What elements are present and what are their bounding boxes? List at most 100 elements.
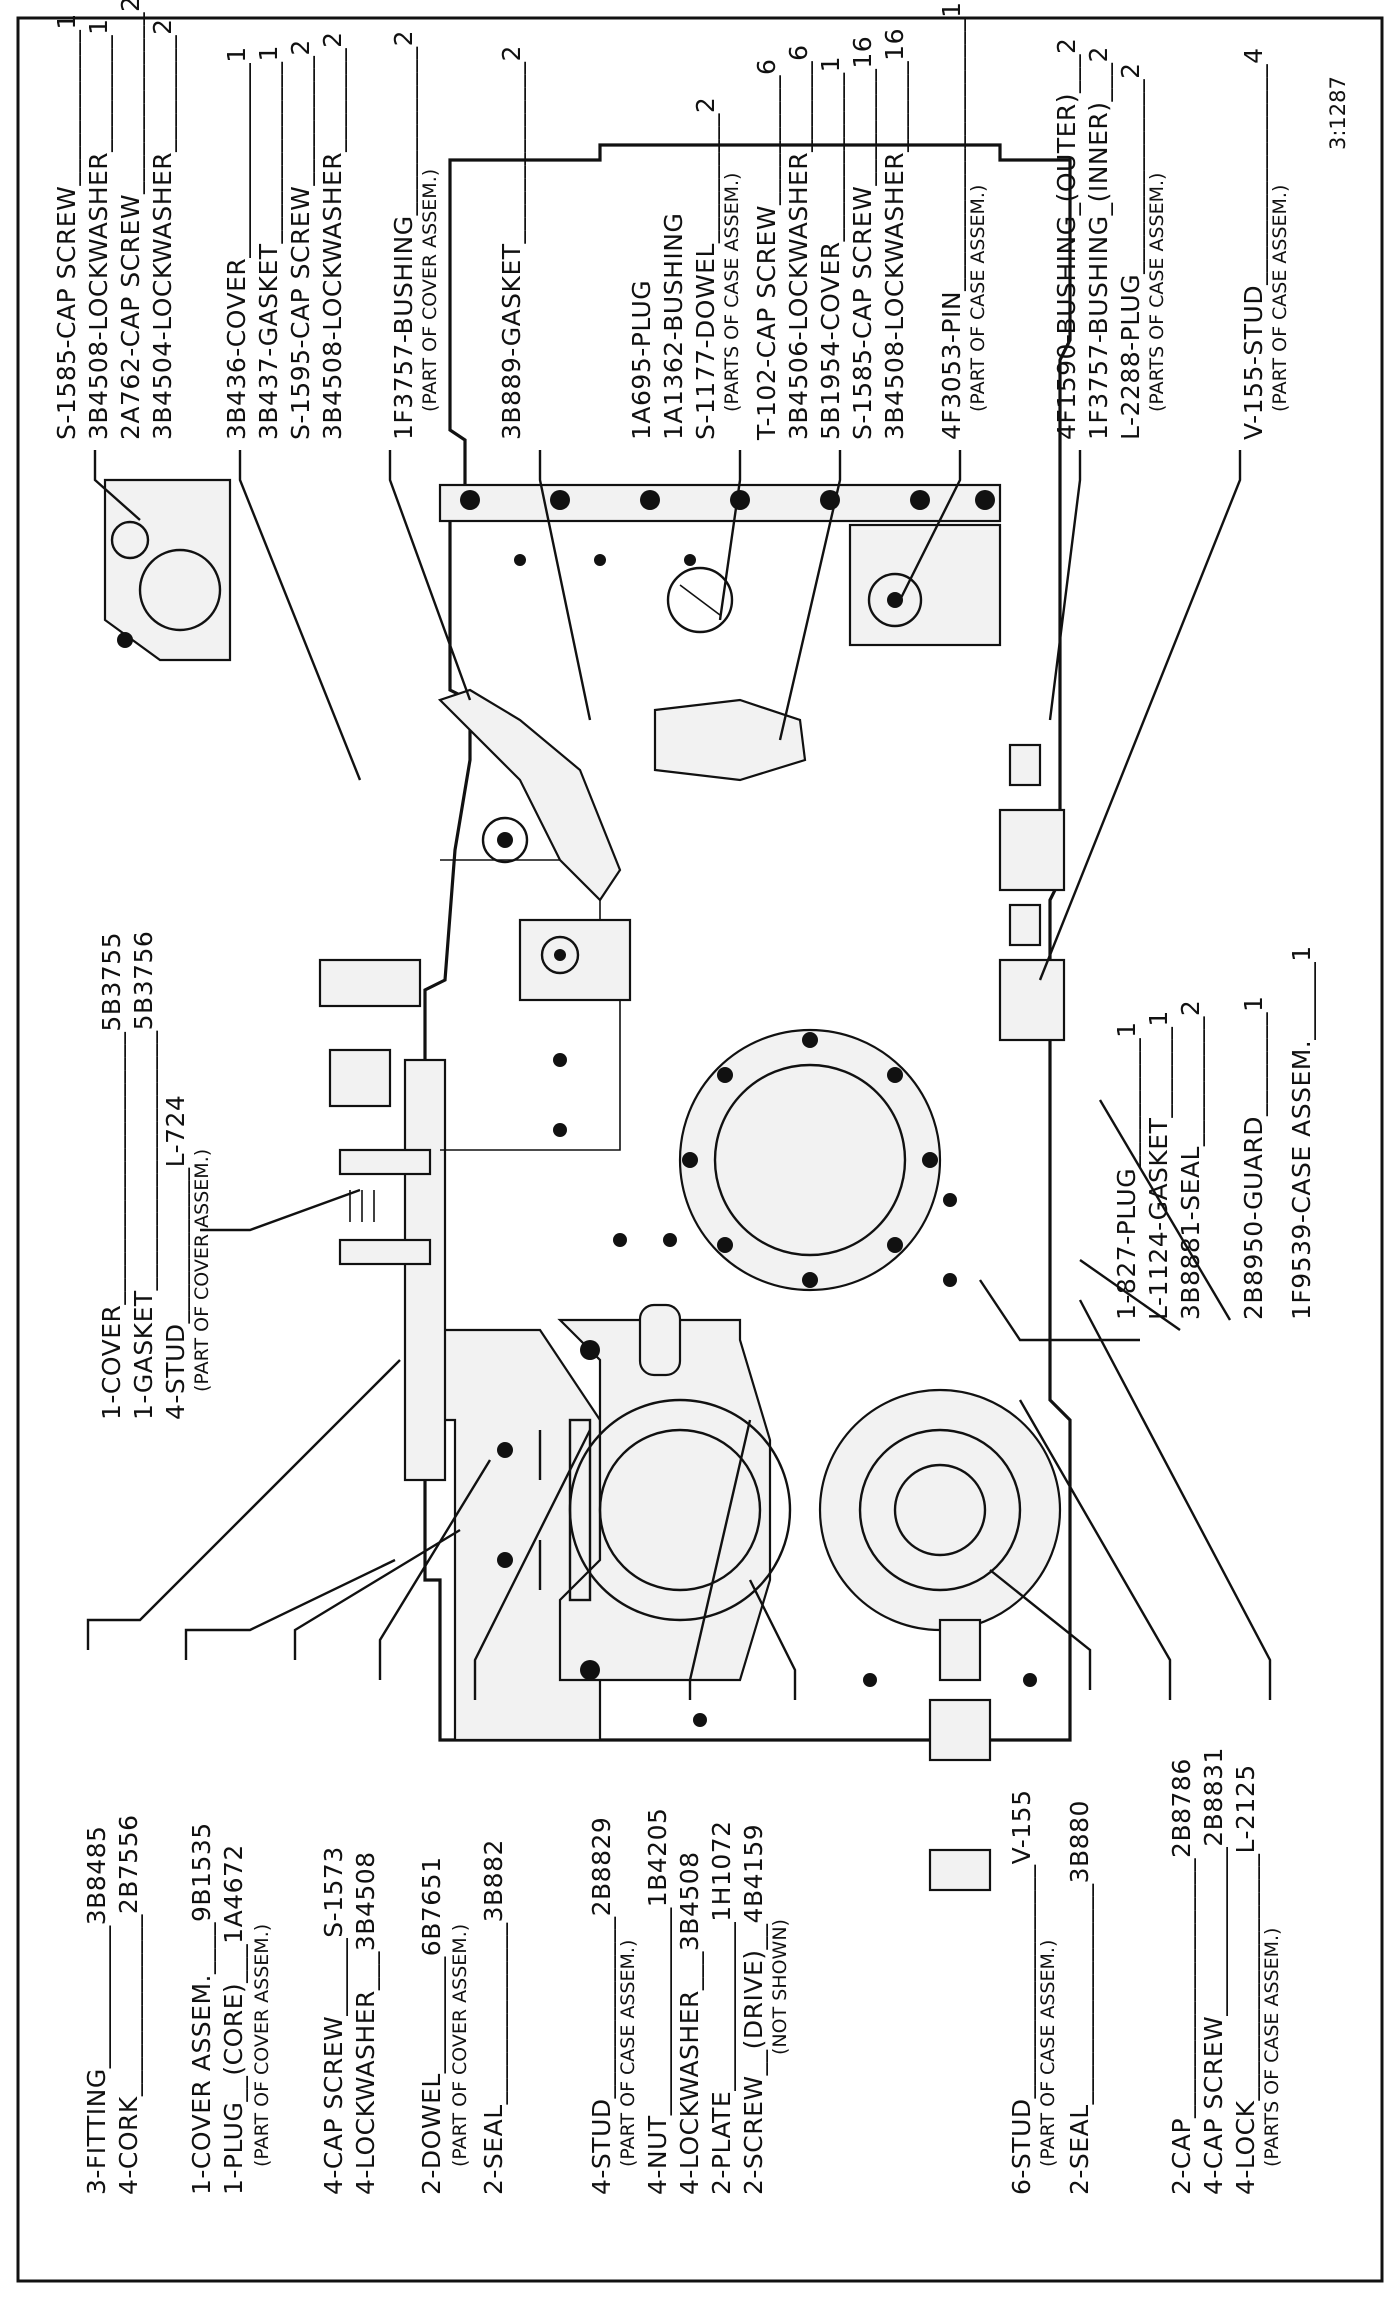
label-fitting-cork: 3-FITTING___________3B8485 4-CORK_______… — [82, 1814, 143, 2195]
svg-text:L-1124-GASKET_______1: L-1124-GASKET_______1 — [1144, 1010, 1173, 1320]
svg-text:1-COVER_____________________5B: 1-COVER_____________________5B3755 — [97, 932, 126, 1420]
label-bushing-4f1590: 4F1590-BUSHING_(OUTER)___2 1F3757-BUSHIN… — [1052, 38, 1168, 440]
bearing-housing — [678, 1028, 942, 1292]
svg-text:4F1590-BUSHING_(OUTER)___2: 4F1590-BUSHING_(OUTER)___2 — [1052, 38, 1081, 440]
lever-housing — [437, 688, 622, 902]
svg-text:(PART OF COVER ASSEM.): (PART OF COVER ASSEM.) — [191, 1149, 213, 1392]
svg-text:3B4508-LOCKWASHER________2: 3B4508-LOCKWASHER________2 — [318, 31, 347, 440]
svg-text:4-CORK______________2B7556: 4-CORK______________2B7556 — [114, 1814, 143, 2195]
svg-text:1-GASKET____________________5B: 1-GASKET____________________5B3756 — [129, 931, 158, 1420]
svg-text:2-SEAL______________3B882: 2-SEAL______________3B882 — [479, 1839, 508, 2195]
svg-text:(PART OF COVER ASSEM.): (PART OF COVER ASSEM.) — [419, 169, 441, 412]
svg-text:1A695-PLUG: 1A695-PLUG — [627, 280, 656, 440]
svg-text:4-STUD______________2B8829: 4-STUD______________2B8829 — [587, 1817, 616, 2195]
svg-text:2-DOWEL_________6B7651: 2-DOWEL_________6B7651 — [417, 1857, 446, 2195]
svg-text:3B4508-LOCKWASHER_______16: 3B4508-LOCKWASHER_______16 — [880, 28, 909, 440]
svg-text:2-PLATE_____________1H1072: 2-PLATE_____________1H1072 — [707, 1820, 736, 2195]
label-bushing-3757-top: 1F3757-BUSHING_____________2 (PART OF CO… — [389, 30, 441, 440]
svg-text:3-FITTING___________3B8485: 3-FITTING___________3B8485 — [82, 1826, 111, 2195]
svg-text:(PART OF CASE ASSEM.): (PART OF CASE ASSEM.) — [617, 1940, 639, 2167]
svg-text:4F3053-PIN____________________: 4F3053-PIN_____________________1 — [937, 2, 966, 441]
svg-text:3B436-COVER_______________1: 3B436-COVER_______________1 — [222, 46, 251, 440]
label-cover-1: 1-COVER_____________________5B3755 1-GAS… — [97, 931, 213, 1420]
svg-text:V-155-STUD_________________4: V-155-STUD_________________4 — [1239, 48, 1268, 441]
svg-text:1F3757-BUSHING_____________2: 1F3757-BUSHING_____________2 — [389, 30, 418, 440]
svg-text:4-LOCKWASHER___3B4508: 4-LOCKWASHER___3B4508 — [675, 1851, 704, 2195]
svg-text:2B8950-GUARD________1: 2B8950-GUARD________1 — [1239, 996, 1268, 1320]
svg-text:4-NUT________________1B4205: 4-NUT________________1B4205 — [643, 1808, 672, 2195]
label-cap-group: 2-CAP____________________2B8786 4-CAP SC… — [1167, 1747, 1283, 2195]
svg-text:(PART OF CASE ASSEM.): (PART OF CASE ASSEM.) — [1269, 185, 1291, 412]
figure-reference: 3:1287 — [1326, 76, 1350, 150]
plug-cap — [638, 1303, 682, 1377]
svg-text:4-CAP SCREW______S-1573: 4-CAP SCREW______S-1573 — [319, 1846, 348, 2195]
svg-text:3:1287: 3:1287 — [1326, 76, 1350, 150]
label-stud-v155-top: V-155-STUD_________________4 (PART OF CA… — [1239, 48, 1291, 441]
svg-text:(PART OF CASE ASSEM.): (PART OF CASE ASSEM.) — [1037, 1940, 1059, 2167]
small-bracket — [103, 478, 232, 662]
label-gasket-3b889: 3B889-GASKET______________2 — [497, 45, 526, 440]
svg-text:S-1595-CAP SCREW__________2: S-1595-CAP SCREW__________2 — [286, 39, 315, 440]
svg-text:3B4508-LOCKWASHER_________1: 3B4508-LOCKWASHER_________1 — [84, 18, 113, 440]
svg-text:1-827-PLUG__________1: 1-827-PLUG__________1 — [1112, 1021, 1141, 1320]
svg-text:4-STUD____________L-724: 4-STUD____________L-724 — [161, 1095, 190, 1420]
svg-text:S-1585-CAP SCREW____________1: S-1585-CAP SCREW____________1 — [52, 13, 81, 440]
label-cap-screw-1573: 4-CAP SCREW______S-1573 4-LOCKWASHER___3… — [319, 1846, 380, 2195]
bracket-plate — [518, 918, 632, 1002]
svg-text:2-CAP____________________2B878: 2-CAP____________________2B8786 — [1167, 1758, 1196, 2195]
svg-text:(PARTS OF CASE ASSEM.): (PARTS OF CASE ASSEM.) — [721, 173, 743, 412]
svg-text:2-SEAL_________________3B880: 2-SEAL_________________3B880 — [1065, 1800, 1094, 2195]
leader-lines — [86, 450, 1272, 1700]
cover-strip — [403, 1058, 447, 1482]
svg-text:3B889-GASKET______________2: 3B889-GASKET______________2 — [497, 45, 526, 440]
svg-text:6-STUD__________________V-155: 6-STUD__________________V-155 — [1007, 1790, 1036, 2196]
svg-text:3B4504-LOCKWASHER_________2: 3B4504-LOCKWASHER_________2 — [148, 18, 177, 440]
label-cap-screw-t102: T-102-CAP SCREW__________6 3B4506-LOCKWA… — [752, 28, 909, 441]
inspection-cover — [653, 698, 807, 782]
svg-text:4-LOCK___________________L-212: 4-LOCK___________________L-2125 — [1231, 1764, 1260, 2195]
svg-text:1-COVER ASSEM.____9B1535: 1-COVER ASSEM.____9B1535 — [187, 1822, 216, 2195]
label-pin-4f3053: 4F3053-PIN_____________________1 (PART O… — [937, 2, 989, 441]
label-stud-v155: 6-STUD__________________V-155 (PART OF C… — [1007, 1790, 1094, 2196]
end-flange — [438, 483, 1002, 523]
svg-text:(PART OF COVER ASSEM.): (PART OF COVER ASSEM.) — [449, 1924, 471, 2167]
label-guard: 2B8950-GUARD________1 — [1239, 996, 1268, 1320]
svg-text:L-2288-PLUG_______________2: L-2288-PLUG_______________2 — [1116, 63, 1145, 441]
svg-text:4-LOCKWASHER___3B4508: 4-LOCKWASHER___3B4508 — [351, 1851, 380, 2195]
svg-text:3B437-GASKET______________1: 3B437-GASKET______________1 — [254, 45, 283, 440]
svg-text:4-CAP SCREW_____________2B8831: 4-CAP SCREW_____________2B8831 — [1199, 1747, 1228, 2195]
svg-text:(PART OF CASE ASSEM.): (PART OF CASE ASSEM.) — [967, 185, 989, 412]
svg-text:(NOT SHOWN): (NOT SHOWN) — [769, 1919, 791, 2055]
bottom-studs — [928, 743, 1066, 1892]
svg-text:1F9539-CASE ASSEM.______1: 1F9539-CASE ASSEM.______1 — [1287, 945, 1316, 1320]
label-case-assem: 1F9539-CASE ASSEM.______1 — [1287, 945, 1316, 1320]
label-plug-827: 1-827-PLUG__________1 L-1124-GASKET_____… — [1112, 1000, 1205, 1320]
label-cover-assem: 1-COVER ASSEM.____9B1535 1-PLUG__(CORE)_… — [187, 1822, 273, 2195]
cutaway-section — [497, 1318, 792, 1682]
svg-text:2-SCREW__(DRIVE)__4B4159: 2-SCREW__(DRIVE)__4B4159 — [739, 1824, 768, 2195]
svg-text:S-1585-CAP SCREW_________16: S-1585-CAP SCREW_________16 — [848, 36, 877, 440]
svg-text:3B4506-LOCKWASHER_______6: 3B4506-LOCKWASHER_______6 — [784, 44, 813, 440]
svg-text:3B8881-SEAL__________2: 3B8881-SEAL__________2 — [1176, 1000, 1205, 1320]
label-stud-group: 4-STUD______________2B8829 (PART OF CASE… — [587, 1808, 791, 2195]
svg-text:S-1177-DOWEL__________2: S-1177-DOWEL__________2 — [691, 97, 720, 440]
svg-text:1F3757-BUSHING_(INNER)___2: 1F3757-BUSHING_(INNER)___2 — [1084, 46, 1113, 440]
top-fittings — [318, 958, 432, 1266]
label-plug-1a695: 1A695-PLUG 1A1362-BUSHING S-1177-DOWEL__… — [627, 97, 743, 440]
svg-text:T-102-CAP SCREW__________6: T-102-CAP SCREW__________6 — [752, 59, 781, 441]
svg-text:(PARTS OF CASE ASSEM.): (PARTS OF CASE ASSEM.) — [1146, 173, 1168, 412]
case-holes — [514, 554, 1037, 1727]
svg-text:(PART OF COVER ASSEM.): (PART OF COVER ASSEM.) — [251, 1924, 273, 2167]
svg-text:2A762-CAP SCREW______________2: 2A762-CAP SCREW______________2 — [116, 0, 145, 440]
svg-text:5B1954-COVER_____________1: 5B1954-COVER_____________1 — [816, 56, 845, 440]
svg-text:1-PLUG__(CORE)___1A4672: 1-PLUG__(CORE)___1A4672 — [219, 1844, 248, 2195]
page-border — [16, 16, 1384, 2283]
label-top-3b436: 3B436-COVER_______________1 3B437-GASKET… — [222, 31, 347, 440]
output-hub — [818, 1388, 1062, 1632]
label-dowel-seal: 2-DOWEL_________6B7651 (PART OF COVER AS… — [417, 1839, 508, 2195]
svg-text:(PARTS OF CASE ASSEM.): (PARTS OF CASE ASSEM.) — [1261, 1928, 1283, 2167]
label-top-1585: S-1585-CAP SCREW____________1 3B4508-LOC… — [52, 0, 177, 440]
pin-cover — [666, 523, 1002, 647]
transmission-case-drawing — [103, 143, 1072, 1892]
